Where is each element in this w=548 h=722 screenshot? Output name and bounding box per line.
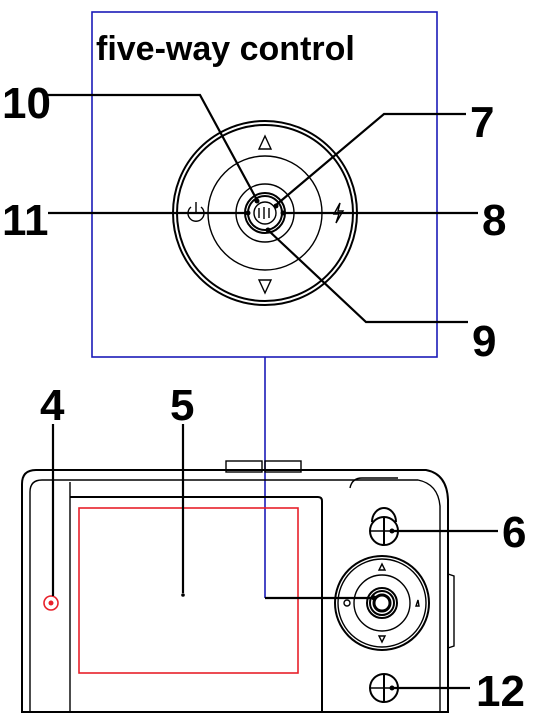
- power-icon: [187, 202, 205, 222]
- five-way-control-small: [334, 555, 430, 651]
- callout-12: 12: [476, 667, 525, 716]
- callout-8: 8: [482, 196, 506, 245]
- camera-body: [21, 460, 455, 713]
- leader-10: [46, 93, 258, 201]
- leader-9: [268, 230, 468, 324]
- callout-9: 9: [472, 317, 496, 366]
- down-triangle-icon: [257, 279, 273, 295]
- callout-4: 4: [40, 381, 65, 430]
- callout-7: 7: [470, 98, 494, 147]
- led-indicator-icon: [43, 595, 59, 611]
- screen-center-dot: [181, 593, 185, 597]
- leader-7: [275, 112, 466, 206]
- callout-6: 6: [502, 508, 526, 557]
- up-triangle-icon: [257, 134, 273, 150]
- callout-11: 11: [2, 196, 49, 245]
- callout-5: 5: [170, 381, 194, 430]
- callout-10: 10: [2, 79, 51, 128]
- lcd-screen: [78, 507, 299, 674]
- upper-button-icon: [369, 507, 399, 546]
- inset-title: five-way control: [96, 30, 355, 68]
